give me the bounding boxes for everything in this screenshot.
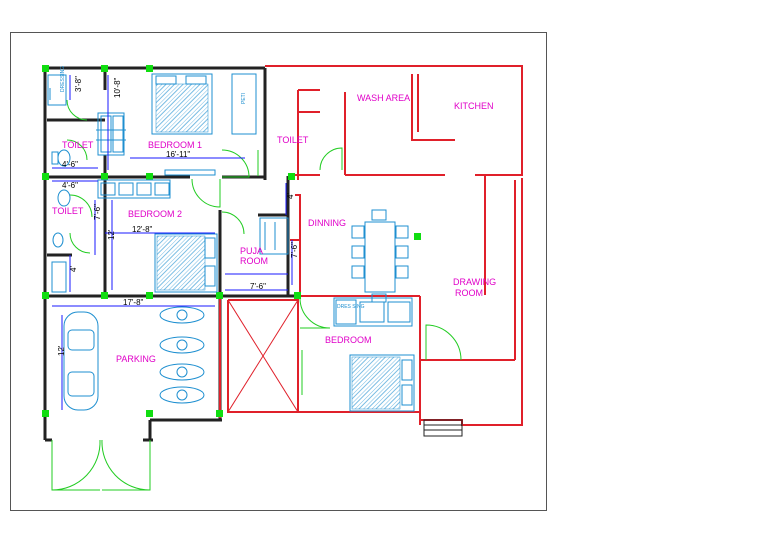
dimension-lines — [52, 75, 293, 410]
label-puja-1: PUJA — [240, 246, 263, 256]
drawing-frame — [10, 32, 547, 511]
dim-4-6-a: 4'-6" — [62, 160, 78, 169]
bikes — [159, 306, 205, 404]
puja-shelf — [259, 217, 289, 255]
dimension-labels: 3'-8" 10'-8" 16'-11" 4'-6" 4'-6" 12'-8" … — [57, 76, 299, 356]
dim-4-6-b: 4'-6" — [62, 181, 78, 190]
peti-label: PETI — [241, 93, 247, 104]
dim-12-v: 12' — [107, 229, 116, 240]
toilet-fixtures-2 — [51, 189, 71, 293]
dim-7-6-h: 7'-6" — [250, 282, 266, 291]
dim-3-8: 3'-8" — [74, 76, 83, 92]
label-puja-2: ROOM — [240, 256, 268, 266]
red-walls — [219, 65, 523, 426]
bed-bedroom-1 — [151, 73, 213, 135]
entrance-steps — [423, 419, 463, 437]
wardrobe-bedroom-1 — [96, 112, 126, 156]
label-drawing-2: ROOM — [455, 288, 483, 298]
dim-12-parking: 12' — [57, 345, 66, 356]
dim-4-v: 4' — [69, 266, 78, 272]
bed-bedroom-2 — [154, 233, 218, 293]
bed-bedroom — [349, 354, 415, 412]
dim-17-8: 17'-8" — [123, 298, 144, 307]
dressing-2-label: DRES SING — [337, 304, 365, 310]
car — [63, 311, 99, 411]
wardrobe-bedroom-2 — [97, 179, 171, 199]
dim-12-8: 12'-8" — [132, 225, 153, 234]
dim-4-puja: 4' — [286, 193, 295, 199]
dim-16-11: 16'-11" — [166, 150, 190, 159]
label-bedroom-2: BEDROOM 2 — [128, 209, 182, 219]
dim-7-6-puja: 7'-6" — [290, 242, 299, 258]
label-bedroom: BEDROOM — [325, 335, 372, 345]
label-kitchen: KITCHEN — [454, 101, 494, 111]
label-dinning: DINNING — [308, 218, 346, 228]
dining-table — [351, 209, 409, 303]
column-nodes — [42, 65, 421, 417]
label-wash-area: WASH AREA — [357, 93, 410, 103]
furniture: PETI — [47, 66, 415, 412]
dim-10-8: 10'-8" — [113, 77, 122, 98]
window-bedroom-1 — [164, 169, 216, 176]
room-labels: TOILET BEDROOM 1 TOILET BEDROOM 2 PUJA R… — [52, 93, 496, 364]
dressing-1-label: DRESSING — [60, 66, 66, 92]
label-toilet-1: TOILET — [62, 140, 94, 150]
toilet-fixtures-1: DRESSING — [47, 66, 71, 167]
doors — [51, 99, 462, 491]
label-drawing-1: DRAWING — [453, 277, 496, 287]
label-toilet-2: TOILET — [52, 206, 84, 216]
dim-7-6-v: 7'-6" — [93, 204, 102, 220]
peti-storage — [231, 73, 257, 135]
bedroom-dressing: DRES SING — [333, 297, 413, 327]
label-bedroom-1: BEDROOM 1 — [148, 140, 202, 150]
label-parking: PARKING — [116, 354, 156, 364]
label-toilet-3: TOILET — [277, 135, 309, 145]
